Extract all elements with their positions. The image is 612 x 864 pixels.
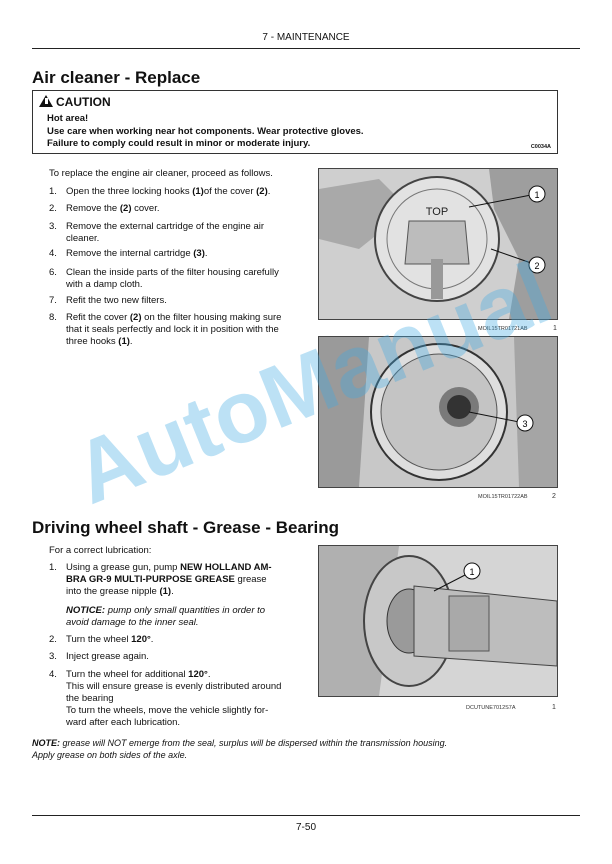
notice-text: NOTICE: pump only small quantities in or… bbox=[66, 605, 266, 628]
page-number: 7-50 bbox=[295, 822, 316, 833]
callout-1: 1 bbox=[534, 190, 539, 200]
caution-text: Hot area! Use care when working near hot… bbox=[47, 113, 364, 149]
figure-2-number: 2 bbox=[552, 493, 556, 500]
air-cleaner-intro: To replace the engine air cleaner, proce… bbox=[49, 168, 273, 179]
section-title-driving-wheel: Driving wheel shaft - Grease - Bearing bbox=[32, 518, 340, 537]
figure-filter-housing: 3 bbox=[318, 336, 558, 488]
callout-grease-1: 1 bbox=[469, 567, 474, 577]
filter-housing-image: 3 bbox=[319, 337, 557, 487]
header-rule bbox=[32, 48, 580, 49]
footer-rule bbox=[32, 815, 580, 816]
caution-title: CAUTION bbox=[39, 94, 111, 109]
air-cleaner-cover-image: TOP 1 2 bbox=[319, 169, 557, 319]
warning-triangle-icon bbox=[39, 95, 53, 107]
figure-1-caption: MOIL15TR01721AB bbox=[478, 326, 528, 332]
note-text: NOTE: grease will NOT emerge from the se… bbox=[32, 738, 448, 760]
figure-2-caption: MOIL15TR01722AB bbox=[478, 494, 528, 500]
callout-2: 2 bbox=[534, 261, 539, 271]
figure-1-number: 1 bbox=[553, 325, 557, 332]
grease-intro: For a correct lubrication: bbox=[49, 545, 152, 556]
caution-box: CAUTION Hot area! Use care when working … bbox=[32, 90, 558, 154]
figure-wheel-shaft: 1 bbox=[318, 545, 558, 697]
callout-3: 3 bbox=[522, 419, 527, 429]
caution-code: C0034A bbox=[530, 144, 551, 150]
wheel-shaft-image: 1 bbox=[319, 546, 557, 696]
figure-3-number: 1 bbox=[552, 704, 556, 711]
figure-air-cleaner-cover: TOP 1 2 bbox=[318, 168, 558, 320]
chapter-header: 7 - MAINTENANCE bbox=[262, 32, 350, 43]
section-title-air-cleaner: Air cleaner - Replace bbox=[32, 68, 201, 87]
figure-3-caption: DCUTUNE7012S7A bbox=[466, 705, 516, 711]
top-label: TOP bbox=[426, 206, 448, 218]
